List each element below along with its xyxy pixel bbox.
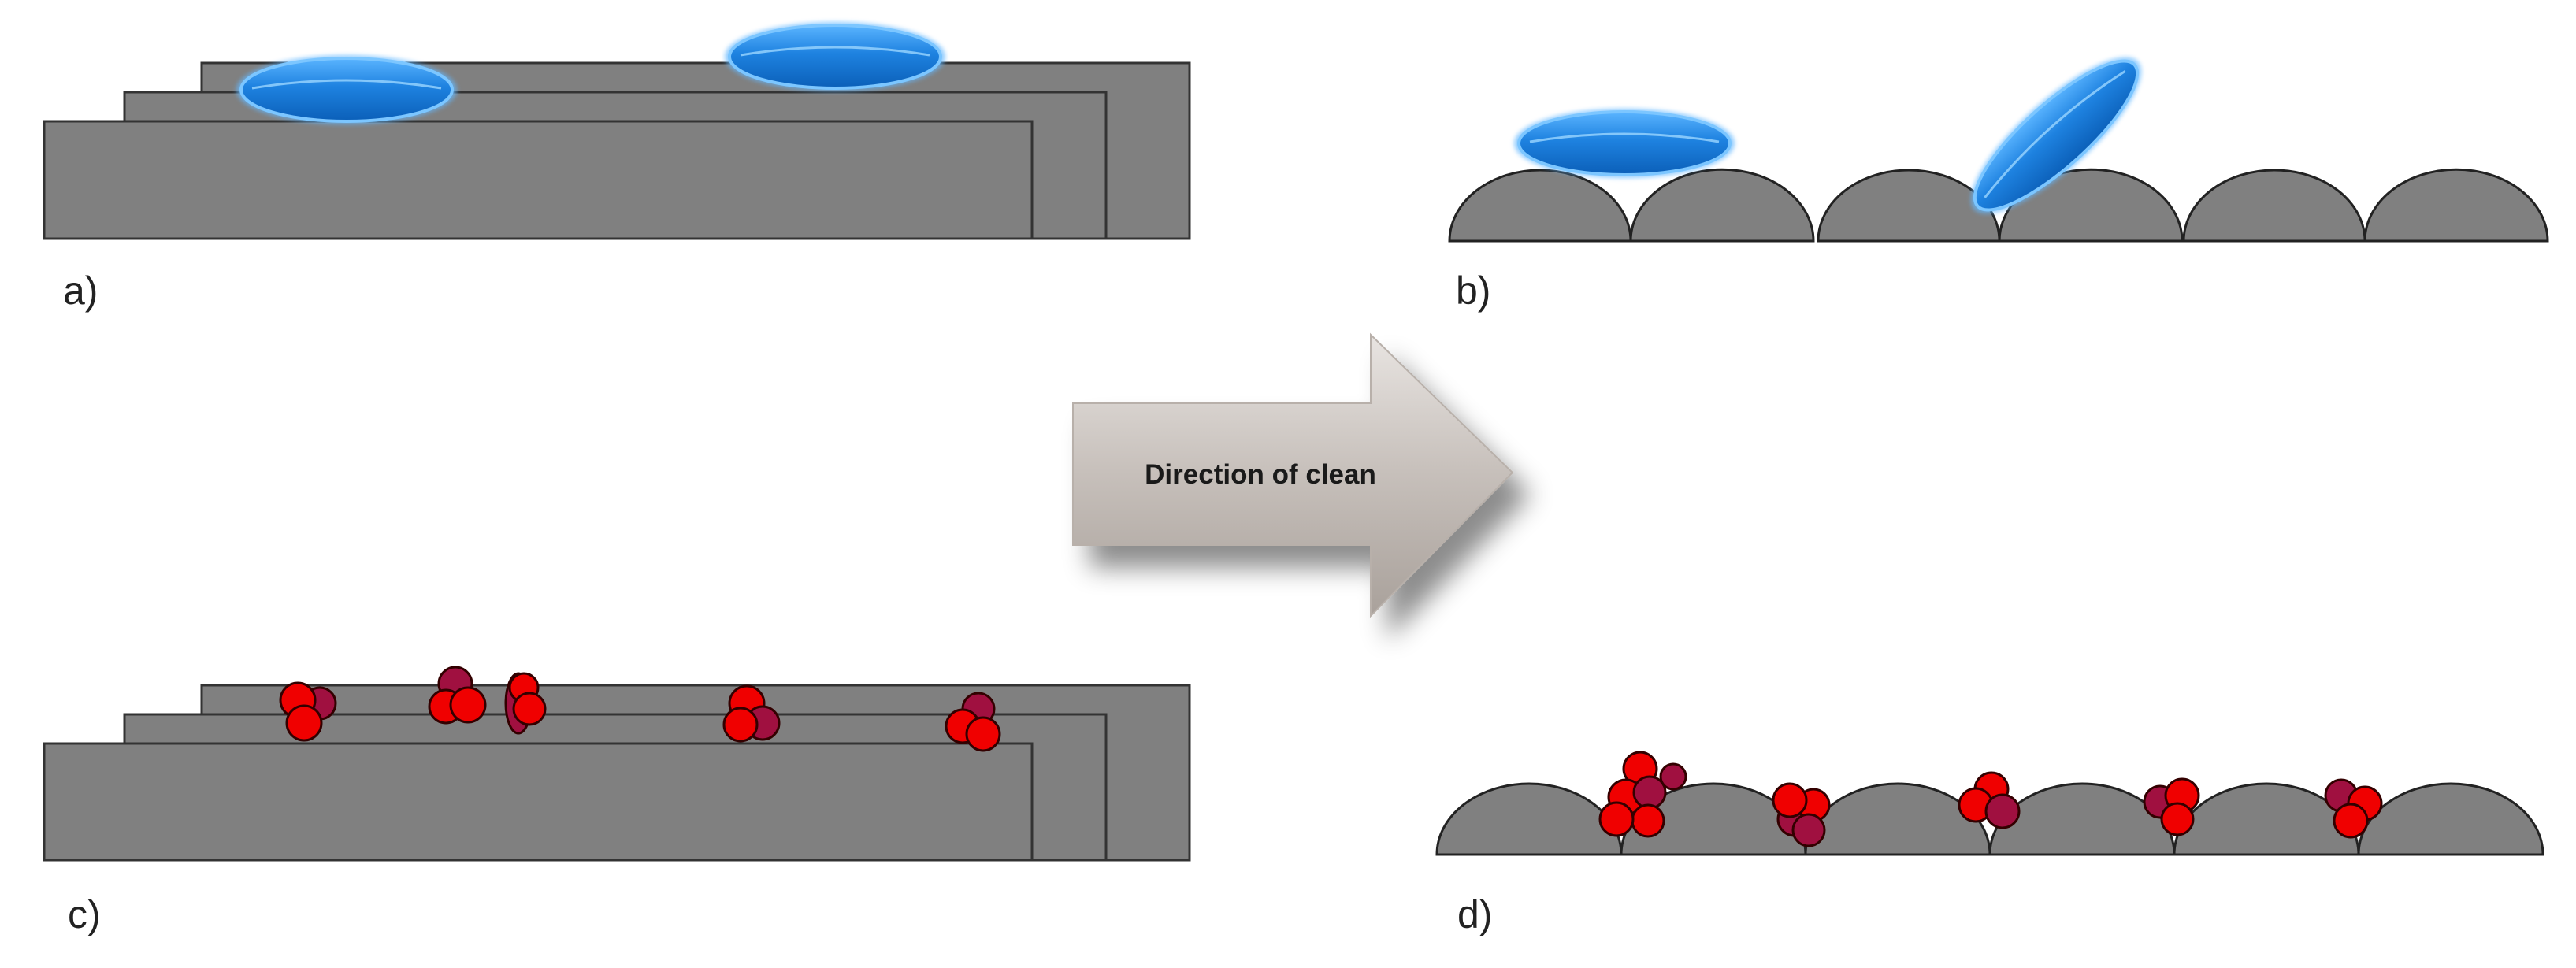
arrow-label: Direction of clean: [1145, 459, 1376, 490]
bump: [2182, 169, 2366, 243]
droplet-a2: [725, 22, 945, 91]
bumpy-substrate-d: [1435, 782, 2544, 856]
particle-cluster-c4: [722, 684, 781, 743]
droplet-a1: [236, 55, 457, 124]
direction-arrow: [1072, 332, 1514, 618]
bump: [1435, 782, 1623, 856]
panel-c-diagram: [43, 666, 1191, 862]
substrate-step-bottom: [43, 120, 1034, 240]
bump: [1448, 169, 1632, 243]
panel-b-diagram: [1448, 57, 2549, 243]
particle-cluster-c5: [945, 692, 1001, 752]
bumpy-substrate-b: [1448, 168, 2549, 243]
substrate-step-bottom: [43, 742, 1034, 862]
particle-cluster-d1: [1598, 751, 1687, 838]
stepped-substrate-c: [43, 684, 1191, 862]
panel-label-c: c): [68, 892, 101, 936]
droplet-b1: [1514, 109, 1735, 178]
particle-cluster-d3: [1958, 771, 2021, 829]
droplet-b2: [1970, 57, 2142, 214]
panel-d-diagram: [1435, 751, 2544, 856]
arrow-shape: [1072, 332, 1514, 618]
particle-cluster-d2: [1772, 782, 1831, 847]
bump: [1629, 168, 1815, 243]
panel-label-a: a): [63, 269, 98, 313]
particle-cluster-d5: [2324, 778, 2383, 839]
particle-cluster-c3: [504, 672, 547, 735]
particle-cluster-c1: [279, 681, 337, 742]
particle-cluster-c2: [428, 666, 487, 725]
panel-a-diagram: [43, 22, 1191, 240]
bump: [2363, 168, 2549, 243]
stepped-substrate-a: [43, 61, 1191, 240]
bump: [2357, 782, 2544, 856]
particle-cluster-d4: [2143, 777, 2200, 836]
panel-label-b: b): [1456, 269, 1491, 313]
panel-label-d: d): [1457, 892, 1493, 936]
